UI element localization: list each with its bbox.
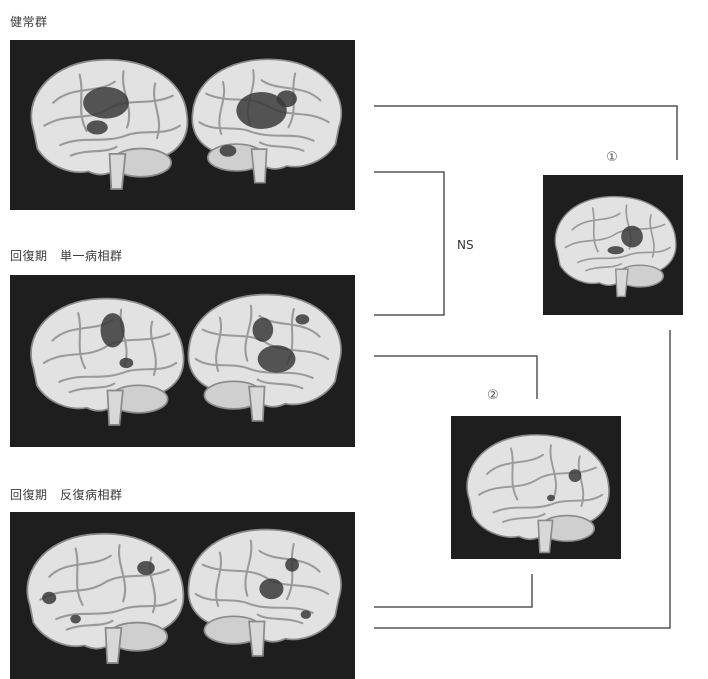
bracket-single-to-2 <box>374 356 537 399</box>
bracket-recurrent-to-1 <box>374 330 670 628</box>
bracket-recurrent-to-2 <box>374 574 532 607</box>
bracket-healthy-to-1 <box>374 106 677 160</box>
bracket-ns <box>374 172 444 315</box>
